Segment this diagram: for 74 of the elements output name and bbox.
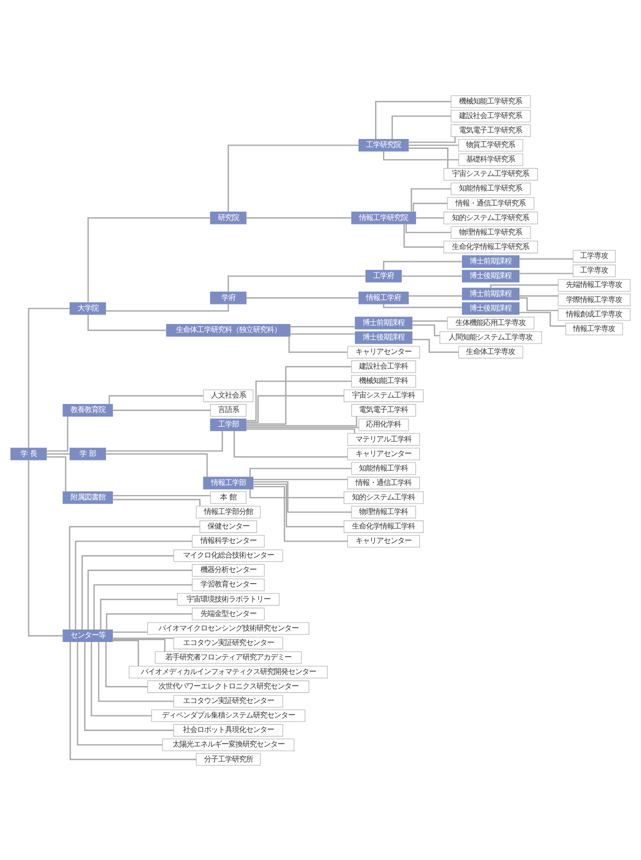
connector [84, 641, 174, 730]
connector [106, 430, 223, 452]
connector [405, 224, 451, 233]
connector [106, 612, 192, 630]
connector [106, 304, 229, 312]
connector [519, 258, 573, 260]
connector [246, 296, 359, 298]
connector [416, 216, 444, 218]
connector [412, 202, 448, 212]
connector [246, 394, 344, 422]
connector [105, 641, 148, 687]
connector [246, 366, 352, 424]
connector [46, 416, 68, 452]
connector [46, 452, 70, 454]
connector [392, 114, 451, 139]
connector [249, 467, 352, 476]
connector [90, 641, 152, 716]
connector [246, 380, 352, 421]
connector [253, 478, 348, 480]
connector [112, 639, 140, 666]
connector [412, 324, 440, 336]
connector [112, 494, 210, 496]
connector [112, 630, 148, 632]
connector [112, 409, 210, 410]
connector [228, 274, 366, 292]
connector [28, 460, 63, 636]
connector [290, 326, 356, 327]
connector [410, 188, 452, 212]
connector [46, 456, 66, 492]
connector [87, 216, 210, 302]
connector [290, 332, 356, 334]
connector [403, 224, 444, 248]
connector [253, 480, 352, 512]
connector [375, 100, 451, 139]
connector [519, 272, 573, 274]
connector [408, 294, 462, 296]
connector [93, 584, 192, 630]
connector [246, 216, 352, 218]
connector [68, 526, 200, 630]
connector [246, 428, 356, 433]
connector [519, 311, 566, 326]
connector [108, 394, 204, 404]
connector [70, 641, 196, 760]
connector [408, 136, 456, 142]
connector [246, 426, 359, 428]
connector [87, 569, 192, 630]
connector [82, 554, 174, 630]
connector [412, 320, 448, 322]
connector [112, 637, 174, 638]
connector [76, 641, 162, 746]
connector [288, 336, 348, 352]
connector [253, 483, 344, 527]
connector [100, 598, 178, 630]
connector [228, 144, 359, 212]
connector [382, 150, 459, 160]
connector [112, 638, 166, 652]
connector [234, 430, 348, 458]
connector [74, 540, 192, 630]
connector [402, 274, 462, 276]
connector [408, 147, 448, 168]
connector [246, 416, 358, 426]
connector [412, 338, 459, 352]
connector [112, 498, 200, 506]
connector [106, 452, 208, 476]
connector [98, 641, 174, 702]
connector [28, 307, 70, 448]
connector [519, 296, 558, 311]
connector [519, 294, 558, 296]
connector [253, 485, 348, 542]
connector [249, 488, 344, 498]
connector [408, 144, 459, 146]
connector [490, 284, 558, 288]
connector [87, 314, 166, 330]
connector [382, 260, 462, 270]
